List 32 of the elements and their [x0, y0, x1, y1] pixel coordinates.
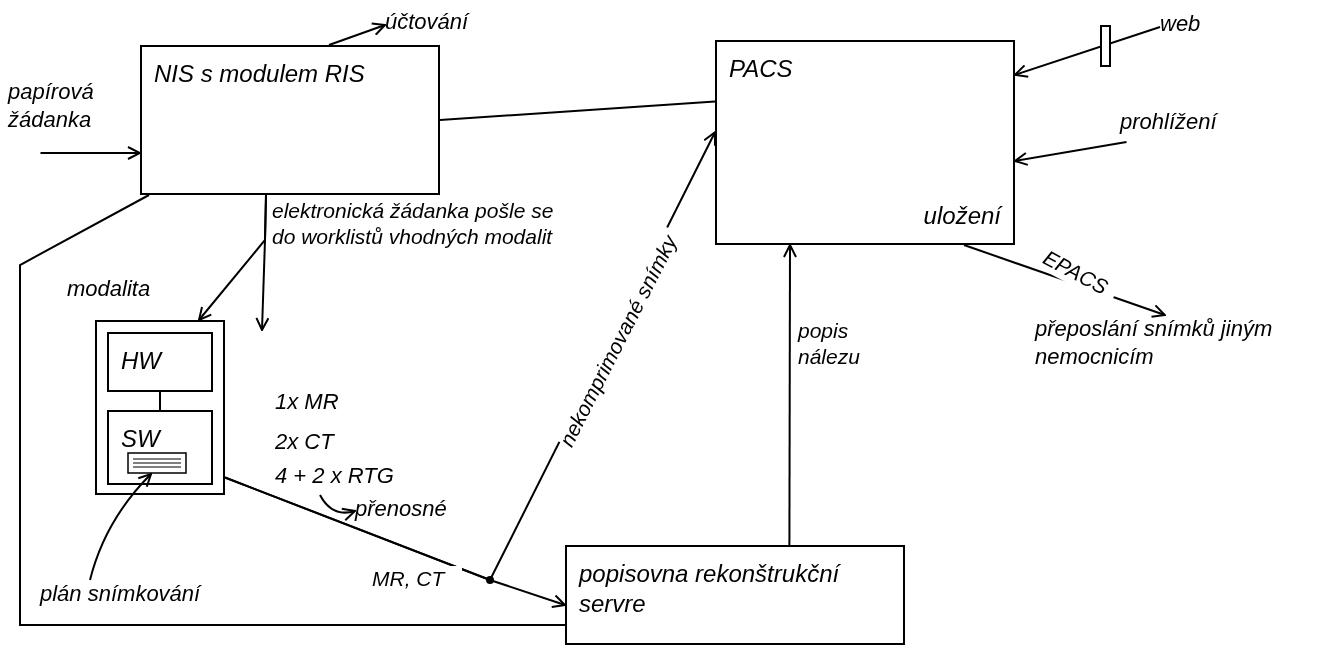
node-label: HW — [121, 346, 161, 376]
text-label: přeposlání snímků jiným nemocnicím — [1035, 315, 1330, 399]
arrow — [319, 494, 356, 521]
text-label: 1x MR — [275, 388, 339, 416]
node-caption: modalita — [67, 275, 151, 303]
device-box — [95, 320, 225, 495]
arrow — [255, 194, 270, 331]
process-box — [140, 45, 440, 195]
text-label: 2x CT — [275, 428, 334, 456]
process-box — [107, 332, 213, 392]
text-label: účtování — [385, 8, 505, 42]
text-label: web — [1160, 10, 1230, 44]
arrow — [1014, 141, 1128, 166]
arrow — [1014, 26, 1161, 78]
arrow — [39, 146, 141, 160]
node-label: SW — [121, 424, 160, 454]
text-label: papírová žádanka — [8, 78, 120, 153]
text-label: přenosné — [355, 495, 475, 527]
document-icon — [127, 452, 187, 474]
arrow — [89, 473, 152, 581]
node-label: NIS s modulem RIS — [154, 59, 365, 89]
node-label: PACS — [729, 54, 793, 84]
process-box — [565, 545, 905, 645]
text-label: 4 + 2 x RTG — [275, 462, 425, 495]
process-box — [107, 410, 213, 485]
arrow — [783, 244, 797, 546]
node-label: uložení — [923, 201, 1001, 231]
text-label: prohlížení — [1120, 108, 1250, 142]
arrow — [328, 22, 386, 46]
text-label: plán snímkování — [40, 580, 240, 616]
node-label: popisovna rekonštrukční servre — [579, 559, 842, 619]
process-box — [715, 40, 1015, 245]
